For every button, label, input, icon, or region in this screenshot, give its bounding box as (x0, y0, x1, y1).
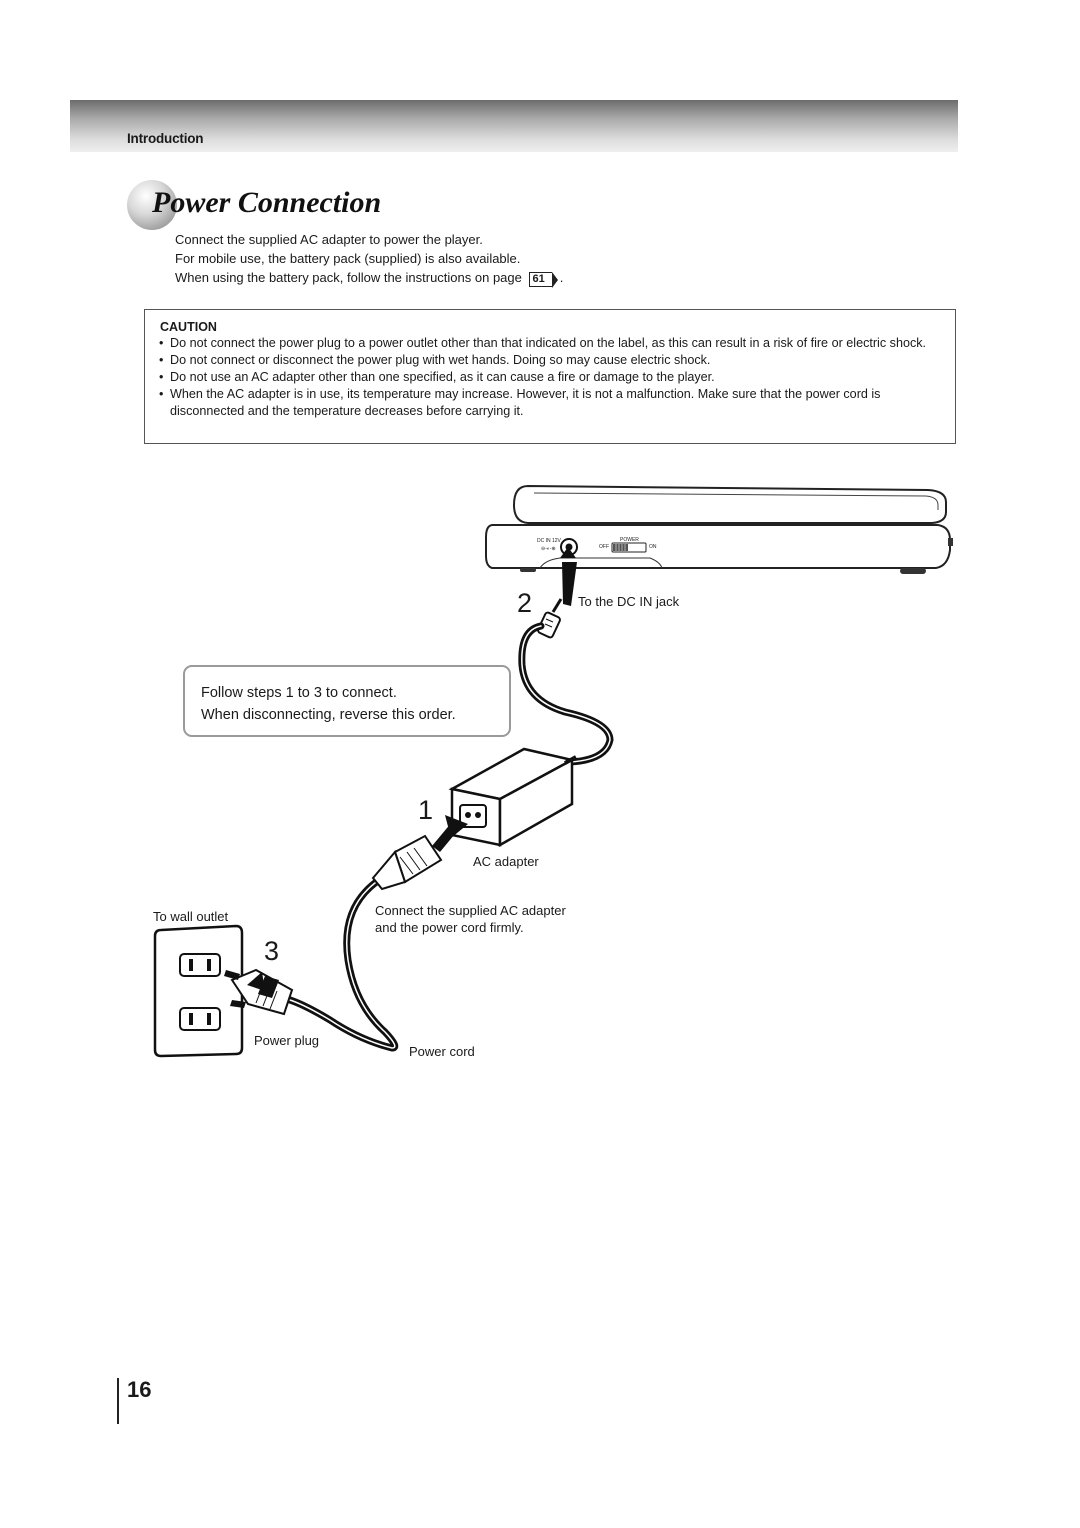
step-2-number: 2 (517, 588, 533, 618)
power-cord-label: Power cord (409, 1044, 475, 1059)
ac-adapter-icon (448, 747, 577, 848)
wall-outlet-icon (153, 924, 244, 1058)
intro-text: Connect the supplied AC adapter to power… (175, 230, 564, 288)
connect-firmly-line-2: and the power cord firmly. (375, 920, 524, 935)
section-label: Introduction (127, 131, 204, 146)
outlet-arrow (247, 972, 279, 998)
ac-adapter-label: AC adapter (473, 854, 539, 869)
caution-item: Do not connect or disconnect the power p… (159, 352, 949, 369)
dc-in-jack-label: To the DC IN jack (578, 594, 680, 609)
intro-line-1: Connect the supplied AC adapter to power… (175, 232, 483, 247)
follow-line-2: When disconnecting, reverse this order. (201, 707, 456, 723)
connect-firmly-line-1: Connect the supplied AC adapter (375, 903, 566, 918)
page-number: 16 (127, 1377, 152, 1402)
follow-steps-note: Follow steps 1 to 3 to connect. When dis… (183, 665, 511, 737)
dc-plug-icon (537, 598, 563, 639)
power-cord-connector-icon (371, 834, 443, 891)
dc-arrow (560, 547, 577, 606)
polarity-symbol: ⊖-◐-⊕ (541, 546, 556, 552)
page-number-rule (117, 1378, 119, 1424)
ac-arrow (432, 815, 468, 852)
step-1-number: 1 (418, 795, 434, 825)
off-label: OFF (599, 544, 609, 550)
caution-item: Do not connect the power plug to a power… (159, 335, 949, 352)
title-bullet-ball (127, 180, 177, 230)
caution-item: Do not use an AC adapter other than one … (159, 369, 949, 386)
on-label: ON (649, 544, 657, 550)
page-reference-badge[interactable]: 61 (528, 272, 559, 288)
section-header-band: Introduction (70, 100, 958, 152)
caution-box: CAUTION Do not connect the power plug to… (144, 309, 956, 444)
intro-line-2: For mobile use, the battery pack (suppli… (175, 251, 521, 266)
dc-in-label: DC IN 12V (537, 538, 562, 544)
page-title: Power Connection (152, 186, 382, 219)
step-3-number: 3 (264, 936, 280, 966)
intro-line-3: When using the battery pack, follow the … (175, 268, 564, 288)
wall-outlet-label: To wall outlet (153, 909, 229, 924)
caution-list: Do not connect the power plug to a power… (159, 335, 949, 420)
power-plug-label: Power plug (254, 1033, 320, 1048)
intro-line-3-text: When using the battery pack, follow the … (175, 270, 522, 285)
follow-line-1: Follow steps 1 to 3 to connect. (201, 685, 397, 701)
caution-item: When the AC adapter is in use, its tempe… (159, 386, 949, 420)
power-switch-label: POWER (620, 537, 639, 543)
intro-line-3-end: . (559, 270, 564, 285)
caution-title: CAUTION (160, 320, 217, 334)
dvd-player-illustration: DC IN 12V ⊖-◐-⊕ POWER OFF ON (485, 484, 953, 574)
